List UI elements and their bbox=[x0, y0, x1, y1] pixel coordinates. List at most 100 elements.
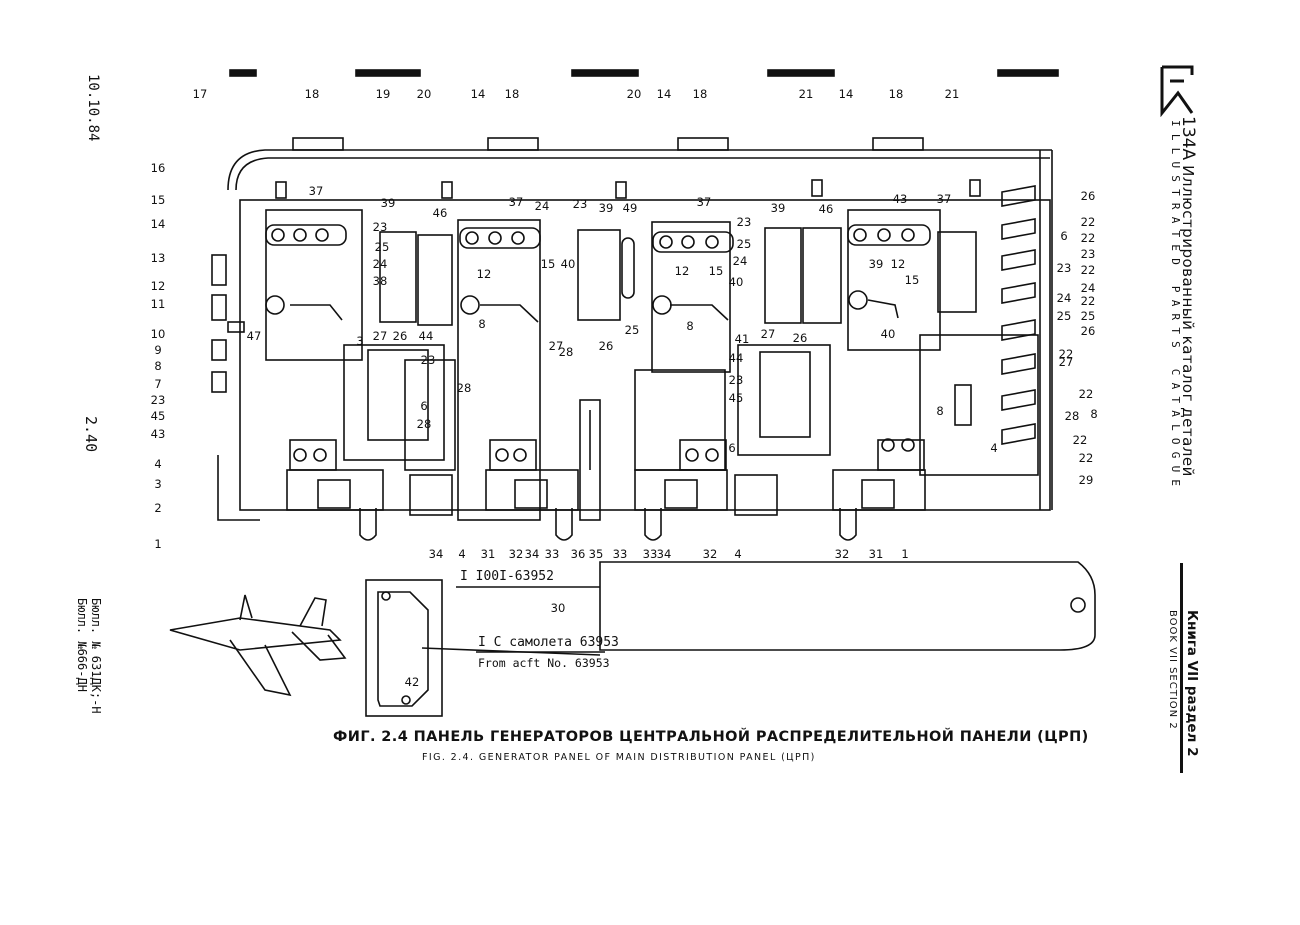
callout-number: 24 bbox=[1081, 281, 1096, 295]
callout-number: 6 bbox=[420, 399, 427, 413]
callout-number: 12 bbox=[477, 267, 492, 281]
callout-number: 33 bbox=[643, 547, 658, 561]
callout-number: 15 bbox=[541, 257, 556, 271]
callout-number: 20 bbox=[627, 87, 642, 101]
callout-number: 27 bbox=[549, 339, 564, 353]
callout-number: 42 bbox=[405, 675, 420, 689]
divider-line bbox=[1180, 563, 1183, 773]
callout-number: 23 bbox=[151, 393, 166, 407]
callout-number: 20 bbox=[417, 87, 432, 101]
callout-number: 15 bbox=[151, 193, 166, 207]
callout-number: 14 bbox=[657, 87, 672, 101]
callout-number: 1 bbox=[154, 537, 161, 551]
callout-number: 8 bbox=[936, 404, 943, 418]
callout-number: 18 bbox=[505, 87, 520, 101]
callout-number: 40 bbox=[881, 327, 896, 341]
callout-number: 14 bbox=[151, 217, 166, 231]
callout-number: 39 bbox=[869, 257, 884, 271]
callout-number: 34 bbox=[429, 547, 444, 561]
callout-number: 41 bbox=[735, 332, 750, 346]
callout-number: 4 bbox=[154, 457, 161, 471]
callout-number: 24 bbox=[1057, 291, 1072, 305]
serial-note: I I00I-63952 bbox=[460, 569, 554, 584]
callout-number: 3 bbox=[356, 334, 363, 348]
callout-number: 40 bbox=[561, 257, 576, 271]
callout-number: 26 bbox=[1081, 189, 1096, 203]
callout-number: 15 bbox=[709, 264, 724, 278]
callout-number: 21 bbox=[945, 87, 960, 101]
callout-number: 44 bbox=[729, 351, 744, 365]
callout-number: 45 bbox=[729, 391, 744, 405]
callout-number: 18 bbox=[305, 87, 320, 101]
callout-number: 22 bbox=[1073, 433, 1088, 447]
callout-number: 4 bbox=[990, 441, 997, 455]
callout-number: 34 bbox=[525, 547, 540, 561]
callout-number: 25 bbox=[1057, 309, 1072, 323]
callout-number: 13 bbox=[151, 251, 166, 265]
callout-number: 24 bbox=[373, 257, 388, 271]
callout-number: 45 bbox=[151, 409, 166, 423]
callout-number: 6 bbox=[728, 441, 735, 455]
callout-number: 8 bbox=[1090, 407, 1097, 421]
callout-number: 26 bbox=[1081, 324, 1096, 338]
callout-number: 4 bbox=[734, 547, 741, 561]
callout-number: 1 bbox=[901, 547, 908, 561]
callout-number: 33 bbox=[545, 547, 560, 561]
callout-number: 25 bbox=[375, 240, 390, 254]
figure-caption-en: FIG. 2.4. GENERATOR PANEL OF MAIN DISTRI… bbox=[422, 752, 816, 763]
callout-number: 26 bbox=[793, 331, 808, 345]
callout-number: 18 bbox=[889, 87, 904, 101]
callout-number: 23 bbox=[729, 373, 744, 387]
callout-number: 14 bbox=[471, 87, 486, 101]
callout-number: 31 bbox=[869, 547, 884, 561]
callout-number: 22 bbox=[1081, 215, 1096, 229]
callout-number: 37 bbox=[937, 192, 952, 206]
callout-number: 22 bbox=[1059, 347, 1074, 361]
callout-number: 23 bbox=[1057, 261, 1072, 275]
callout-number: 22 bbox=[1081, 263, 1096, 277]
callout-number: 6 bbox=[1060, 229, 1067, 243]
callout-number: 11 bbox=[151, 297, 166, 311]
callout-number: 40 bbox=[729, 275, 744, 289]
callout-number: 38 bbox=[373, 274, 388, 288]
callout-number: 24 bbox=[733, 254, 748, 268]
callout-number: 27 bbox=[1059, 355, 1074, 369]
callout-number: 37 bbox=[509, 195, 524, 209]
callout-number: 44 bbox=[419, 329, 434, 343]
callout-number: 28 bbox=[457, 381, 472, 395]
callout-number: 16 bbox=[151, 161, 166, 175]
callout-number: 29 bbox=[1079, 473, 1094, 487]
callout-number: 39 bbox=[771, 201, 786, 215]
callout-number: 12 bbox=[891, 257, 906, 271]
callout-number: 26 bbox=[599, 339, 614, 353]
callout-number: 30 bbox=[551, 601, 566, 615]
callout-number: 32 bbox=[835, 547, 850, 561]
callout-number: 2 bbox=[154, 501, 161, 515]
callout-number: 39 bbox=[381, 196, 396, 210]
callout-number: 22 bbox=[1081, 231, 1096, 245]
callout-number: 8 bbox=[686, 319, 693, 333]
callout-number: 32 bbox=[703, 547, 718, 561]
callout-number: 39 bbox=[599, 201, 614, 215]
effectivity-note-ru: I С самолета 63953 bbox=[478, 635, 619, 650]
callout-number: 26 bbox=[393, 329, 408, 343]
callout-number: 9 bbox=[154, 343, 161, 357]
figure-caption-ru: ФИГ. 2.4 ПАНЕЛЬ ГЕНЕРАТОРОВ ЦЕНТРАЛЬНОЙ … bbox=[333, 729, 1089, 745]
callout-number: 49 bbox=[623, 201, 638, 215]
callout-number: 8 bbox=[478, 317, 485, 331]
callout-number: 47 bbox=[247, 329, 262, 343]
callout-number: 17 bbox=[193, 87, 208, 101]
callout-number: 36 bbox=[571, 547, 586, 561]
callout-number: 33 bbox=[613, 547, 628, 561]
callout-number: 15 bbox=[905, 273, 920, 287]
callout-number: 23 bbox=[373, 220, 388, 234]
callout-number: 12 bbox=[675, 264, 690, 278]
callout-number: 22 bbox=[1079, 387, 1094, 401]
callout-number: 18 bbox=[693, 87, 708, 101]
callout-number: 25 bbox=[625, 323, 640, 337]
callout-number: 4 bbox=[458, 547, 465, 561]
callout-number: 28 bbox=[1065, 409, 1080, 423]
